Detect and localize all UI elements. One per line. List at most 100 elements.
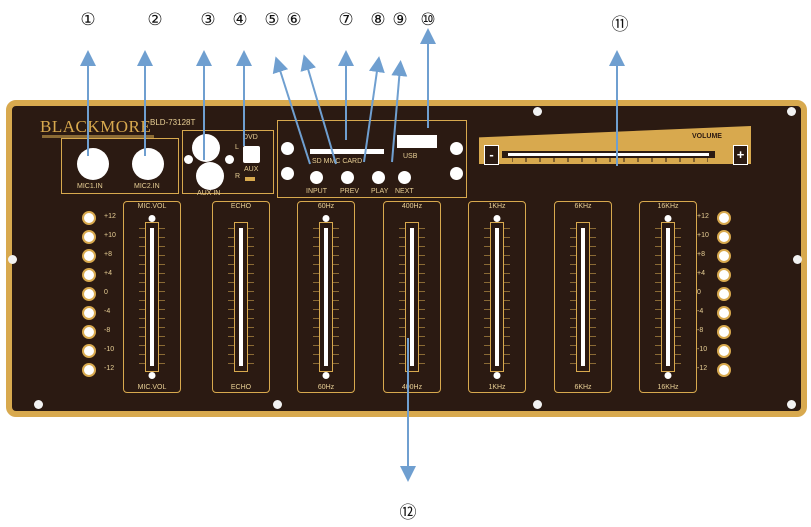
aux-left-jack[interactable] — [192, 134, 220, 162]
slider-top-label: ECHO — [231, 203, 251, 210]
slider-bottom-label: 400Hz — [402, 384, 422, 391]
sd-card-label: SD MMC CARD — [312, 158, 362, 165]
scale-label: +10 — [104, 232, 116, 239]
aux-left-label: L — [235, 144, 239, 151]
model-number: BLD-73128T — [150, 118, 195, 127]
next-label: NEXT — [395, 188, 414, 195]
screw-icon — [533, 107, 542, 116]
media-corner-button — [450, 142, 463, 155]
mic2-jack[interactable] — [132, 148, 164, 180]
aux-in-box: L R DVD AUX AUX IN — [182, 130, 274, 194]
level-led — [82, 249, 96, 263]
scale-label: +4 — [104, 270, 112, 277]
aux-in-label: AUX IN — [197, 190, 220, 197]
screw-icon — [793, 255, 802, 264]
play-label: PLAY — [371, 188, 388, 195]
level-led — [82, 287, 96, 301]
level-led — [717, 211, 731, 225]
scale-label: -4 — [104, 308, 110, 315]
slider-bottom-label: 6KHz — [574, 384, 591, 391]
level-led — [717, 230, 731, 244]
screw-icon — [787, 400, 796, 409]
level-led — [717, 325, 731, 339]
brand-logo: BLACKMORE — [40, 117, 151, 137]
screw-icon — [533, 400, 542, 409]
callout-11: ⑪ — [612, 10, 629, 35]
slider-end-dot — [665, 215, 672, 222]
next-button[interactable] — [398, 171, 411, 184]
slider-handle[interactable] — [239, 228, 243, 366]
scale-label: +8 — [104, 251, 112, 258]
slider-top-label: 6KHz — [574, 203, 591, 210]
slider-top-label: 1KHz — [488, 203, 505, 210]
aux-small-jack — [184, 155, 193, 164]
level-led — [82, 230, 96, 244]
aux-right-label: R — [235, 173, 240, 180]
level-led — [717, 306, 731, 320]
dvd-aux-switch[interactable] — [243, 146, 260, 163]
scale-label: +10 — [697, 232, 709, 239]
scale-label: 0 — [697, 289, 701, 296]
slider-handle[interactable] — [581, 228, 585, 366]
slider-end-dot — [665, 372, 672, 379]
callout-4: ④ — [232, 10, 247, 30]
slider-bottom-label: ECHO — [231, 384, 251, 391]
slider-handle[interactable] — [495, 228, 499, 366]
scale-label: -10 — [697, 346, 707, 353]
slider-top-label: 400Hz — [402, 203, 422, 210]
slider-handle[interactable] — [150, 228, 154, 366]
level-led — [82, 211, 96, 225]
slider-6khz: 6KHz 6KHz — [554, 201, 612, 393]
callout-9: ⑨ — [392, 10, 407, 30]
level-led — [717, 287, 731, 301]
right-level-scale: +12 +10 +8 +4 0 -4 -8 -10 -12 — [695, 201, 733, 393]
callout-12: ⑫ — [400, 498, 417, 523]
aux-small-jack — [225, 155, 234, 164]
prev-button[interactable] — [341, 171, 354, 184]
screw-icon — [34, 400, 43, 409]
volume-slider[interactable] — [508, 153, 709, 156]
mic1-label: MIC1.IN — [77, 183, 103, 190]
left-level-scale: +12 +10 +8 +4 0 -4 -8 -10 -12 — [82, 201, 120, 393]
aux-label: AUX — [244, 166, 258, 173]
screw-icon — [787, 107, 796, 116]
slider-handle[interactable] — [410, 228, 414, 366]
mic2-label: MIC2.IN — [134, 183, 160, 190]
sd-card-slot[interactable] — [310, 149, 384, 154]
callout-10: ⑩ — [420, 10, 435, 30]
level-led — [82, 363, 96, 377]
volume-label: VOLUME — [692, 133, 722, 140]
scale-label: -12 — [104, 365, 114, 372]
usb-port[interactable] — [397, 135, 437, 148]
scale-label: -8 — [104, 327, 110, 334]
play-button[interactable] — [372, 171, 385, 184]
scale-label: +12 — [104, 213, 116, 220]
level-led — [717, 344, 731, 358]
slider-top-label: 60Hz — [318, 203, 334, 210]
slider-400hz: 400Hz 400Hz — [383, 201, 441, 393]
slider-end-dot — [494, 372, 501, 379]
slider-end-dot — [494, 215, 501, 222]
volume-plus-icon: + — [733, 145, 748, 165]
slider-end-dot — [149, 372, 156, 379]
scale-label: +12 — [697, 213, 709, 220]
callout-1: ① — [80, 10, 95, 30]
slider-bottom-label: 16KHz — [657, 384, 678, 391]
callout-3: ③ — [200, 10, 215, 30]
input-button[interactable] — [310, 171, 323, 184]
input-label: INPUT — [306, 188, 327, 195]
volume-minus-icon: - — [484, 145, 499, 165]
callout-6: ⑥ — [286, 10, 301, 30]
aux-indicator — [245, 177, 255, 181]
dvd-label: DVD — [243, 134, 258, 141]
callout-7: ⑦ — [338, 10, 353, 30]
mic-input-box: MIC1.IN MIC2.IN — [61, 138, 179, 194]
slider-handle[interactable] — [324, 228, 328, 366]
scale-label: +4 — [697, 270, 705, 277]
slider-bottom-label: MIC.VOL — [138, 384, 167, 391]
slider-echo: ECHO ECHO — [212, 201, 270, 393]
slider-handle[interactable] — [666, 228, 670, 366]
aux-right-jack[interactable] — [196, 162, 224, 190]
slider-end-dot — [323, 215, 330, 222]
mic1-jack[interactable] — [77, 148, 109, 180]
